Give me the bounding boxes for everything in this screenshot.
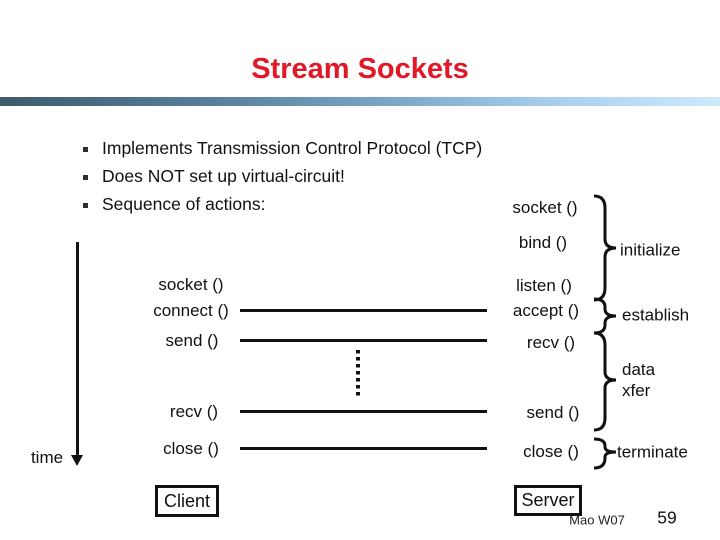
- server-call-socket: socket (): [512, 198, 578, 217]
- bullet-square-icon: [83, 202, 88, 208]
- phase-label-initialize: initialize: [620, 240, 681, 260]
- bullet-text: Does NOT set up virtual-circuit!: [102, 165, 345, 186]
- slide-title: Stream Sockets: [251, 53, 469, 85]
- bullet-square-icon: [83, 174, 88, 180]
- client-call-send: send (): [165, 331, 219, 350]
- time-axis-arrowhead-icon: [71, 455, 83, 466]
- message-line-recv-send: [240, 410, 487, 413]
- message-line-connect-accept: [240, 309, 487, 312]
- server-call-close: close (): [523, 442, 579, 461]
- server-box: Server: [514, 485, 582, 516]
- message-line-send-recv: [240, 339, 487, 342]
- client-call-socket: socket (): [158, 275, 224, 294]
- server-box-label: Server: [521, 490, 575, 510]
- client-box-label: Client: [163, 490, 211, 511]
- footer-author: Mao W07: [569, 512, 625, 528]
- phase-label-data-xfer: data xfer: [622, 359, 656, 400]
- client-call-recv: recv (): [169, 402, 219, 421]
- client-call-close: close (): [163, 439, 219, 458]
- brace-establish: [593, 297, 617, 335]
- phase-label-terminate: terminate: [617, 442, 688, 462]
- bullet-item: Does NOT set up virtual-circuit!: [83, 166, 345, 186]
- time-axis-label: time: [30, 448, 64, 467]
- server-call-recv: recv (): [526, 333, 576, 352]
- brace-data-xfer: [593, 331, 617, 432]
- phase-label-establish: establish: [622, 305, 690, 325]
- server-call-send: send (): [526, 403, 580, 422]
- title-separator-bar: [0, 97, 720, 106]
- bullet-square-icon: [83, 146, 88, 152]
- brace-terminate: [593, 437, 617, 470]
- server-call-listen: listen (): [516, 276, 572, 295]
- client-box: Client: [155, 485, 219, 517]
- footer-page-number: 59: [657, 507, 677, 528]
- brace-initialize: [593, 194, 617, 302]
- client-call-connect: connect (): [153, 301, 229, 320]
- bullet-text: Sequence of actions:: [102, 193, 266, 214]
- message-line-close-close: [240, 447, 487, 450]
- server-call-accept: accept (): [512, 301, 580, 320]
- bullet-item: Sequence of actions:: [83, 194, 265, 214]
- server-call-bind: bind (): [518, 233, 568, 252]
- bullet-text: Implements Transmission Control Protocol…: [102, 137, 483, 158]
- ellipsis-dotted-line: [356, 350, 360, 399]
- time-axis-line: [76, 242, 79, 456]
- bullet-item: Implements Transmission Control Protocol…: [83, 138, 482, 158]
